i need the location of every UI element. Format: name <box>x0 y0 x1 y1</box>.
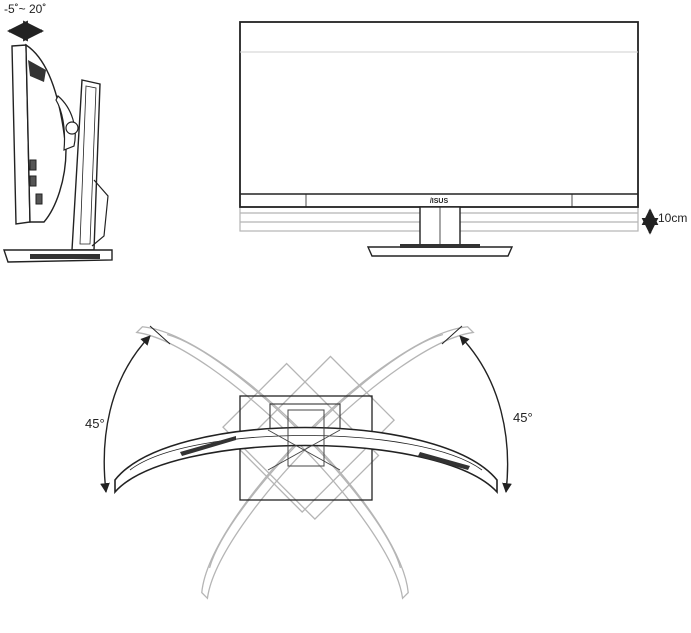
monitor-front <box>239 21 639 208</box>
swivel-left-label: 45° <box>85 416 105 431</box>
swivel-right-arc <box>459 335 512 493</box>
tilt-range-label: -5˚~ 20˚ <box>4 2 47 16</box>
swivel-right-label: 45° <box>513 410 533 425</box>
swivel-left-arc <box>100 335 151 493</box>
tilt-side-view <box>3 20 113 263</box>
asus-logo: /ISUS <box>430 198 449 205</box>
swivel-top-view <box>100 325 512 600</box>
stand-neck-side <box>71 79 101 251</box>
height-front-view: /ISUS <box>239 21 659 257</box>
stand-base-front <box>366 246 514 257</box>
height-adjust-label: 10cm <box>658 211 688 225</box>
